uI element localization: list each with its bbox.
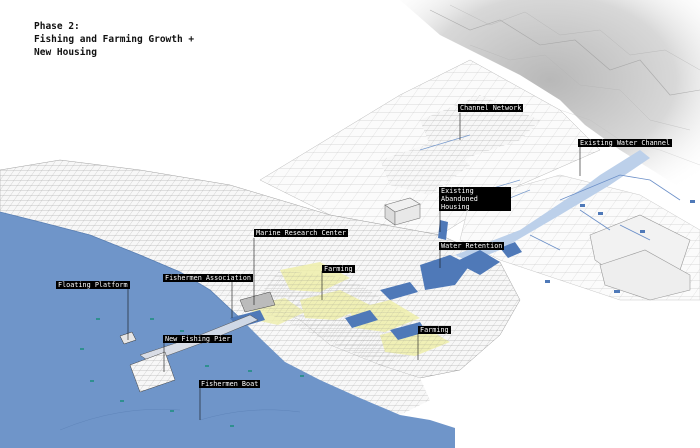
label-channel-network: Channel Network <box>458 104 524 112</box>
label-existing-abandoned-housing: Existing Abandoned Housing <box>439 187 511 211</box>
label-farming-2: Farming <box>418 326 451 334</box>
east-district <box>459 174 700 301</box>
label-farming-1: Farming <box>322 265 355 273</box>
page-title: Phase 2: Fishing and Farming Growth + New … <box>34 20 194 59</box>
label-new-fishing-pier: New Fishing Pier <box>163 335 233 343</box>
fishermen-boats <box>59 365 304 431</box>
title-line-2: Fishing and Farming Growth + <box>34 34 195 45</box>
label-floating-platform: Floating Platform <box>56 281 130 289</box>
label-fishermen-boat: Fishermen Boat <box>199 380 261 388</box>
label-fishermen-association: Fishermen Association <box>163 274 253 282</box>
title-line-1: Phase 2: <box>34 21 80 32</box>
label-water-retention: Water Retention <box>439 242 505 250</box>
label-marine-research-center: Marine Research Center <box>254 229 349 237</box>
title-line-3: New Housing <box>34 47 97 58</box>
label-existing-water-channel: Existing Water Channel <box>578 139 673 147</box>
abandoned-housing <box>384 197 421 226</box>
